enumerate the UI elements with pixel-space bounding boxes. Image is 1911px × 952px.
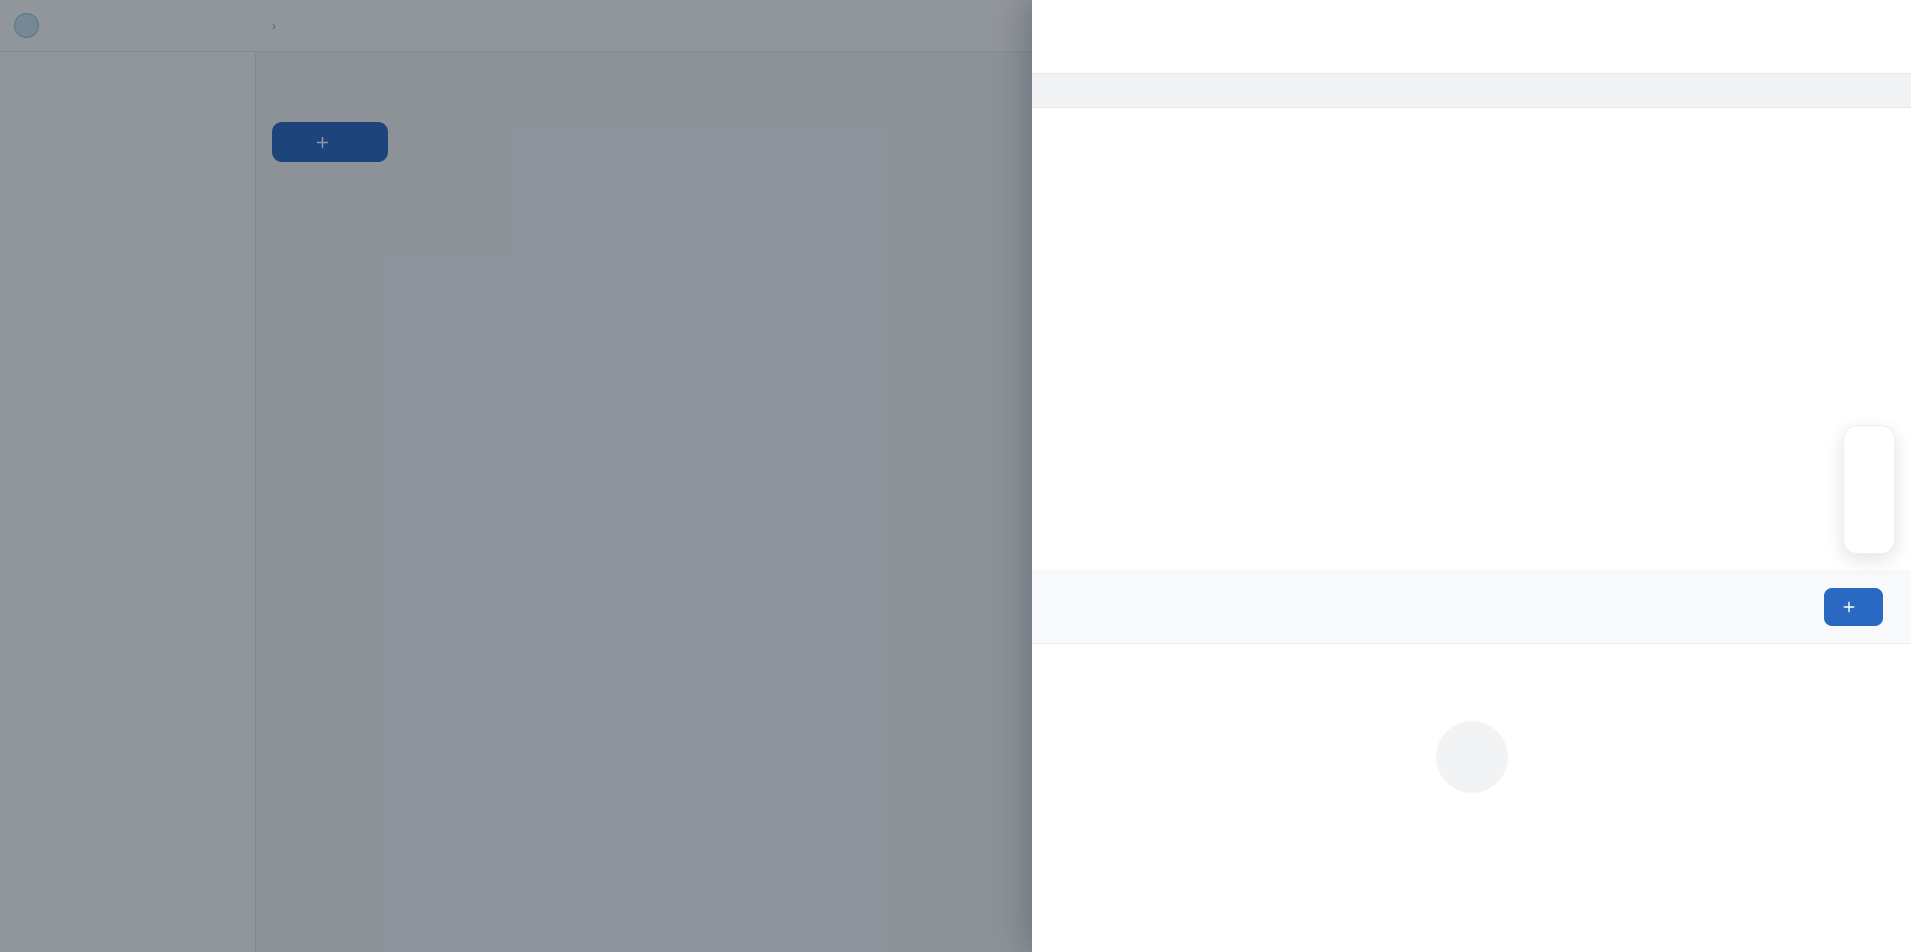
empty-state [1032,644,1911,793]
refresh-history-button[interactable] [1800,597,1804,616]
bpmn-diagram-svg [1032,108,1911,575]
breadcrumb: › [264,19,284,33]
test-suites-history-bar [1032,570,1911,644]
zoom-out-button[interactable] [1847,471,1891,508]
workspace-switcher[interactable] [0,13,256,38]
plus-icon [316,136,328,148]
sidebar [0,52,256,952]
fullscreen-button[interactable] [1847,508,1891,545]
bpmn-diagram-section-toggle[interactable] [1032,73,1911,108]
close-button[interactable] [1875,25,1883,48]
new-button[interactable] [272,122,388,162]
bpmn-diagram-canvas[interactable] [1032,108,1911,570]
zoom-in-button[interactable] [1847,434,1891,471]
diagram-zoom-toolbar [1843,425,1895,554]
plus-icon [1843,601,1855,612]
empty-state-circle [1435,721,1508,793]
workspace-avatar [14,13,39,38]
generate-new-test-button[interactable] [1824,587,1883,626]
panel-header [1032,0,1911,73]
breadcrumb-separator: › [272,18,276,33]
generate-test-panel [1032,0,1911,952]
